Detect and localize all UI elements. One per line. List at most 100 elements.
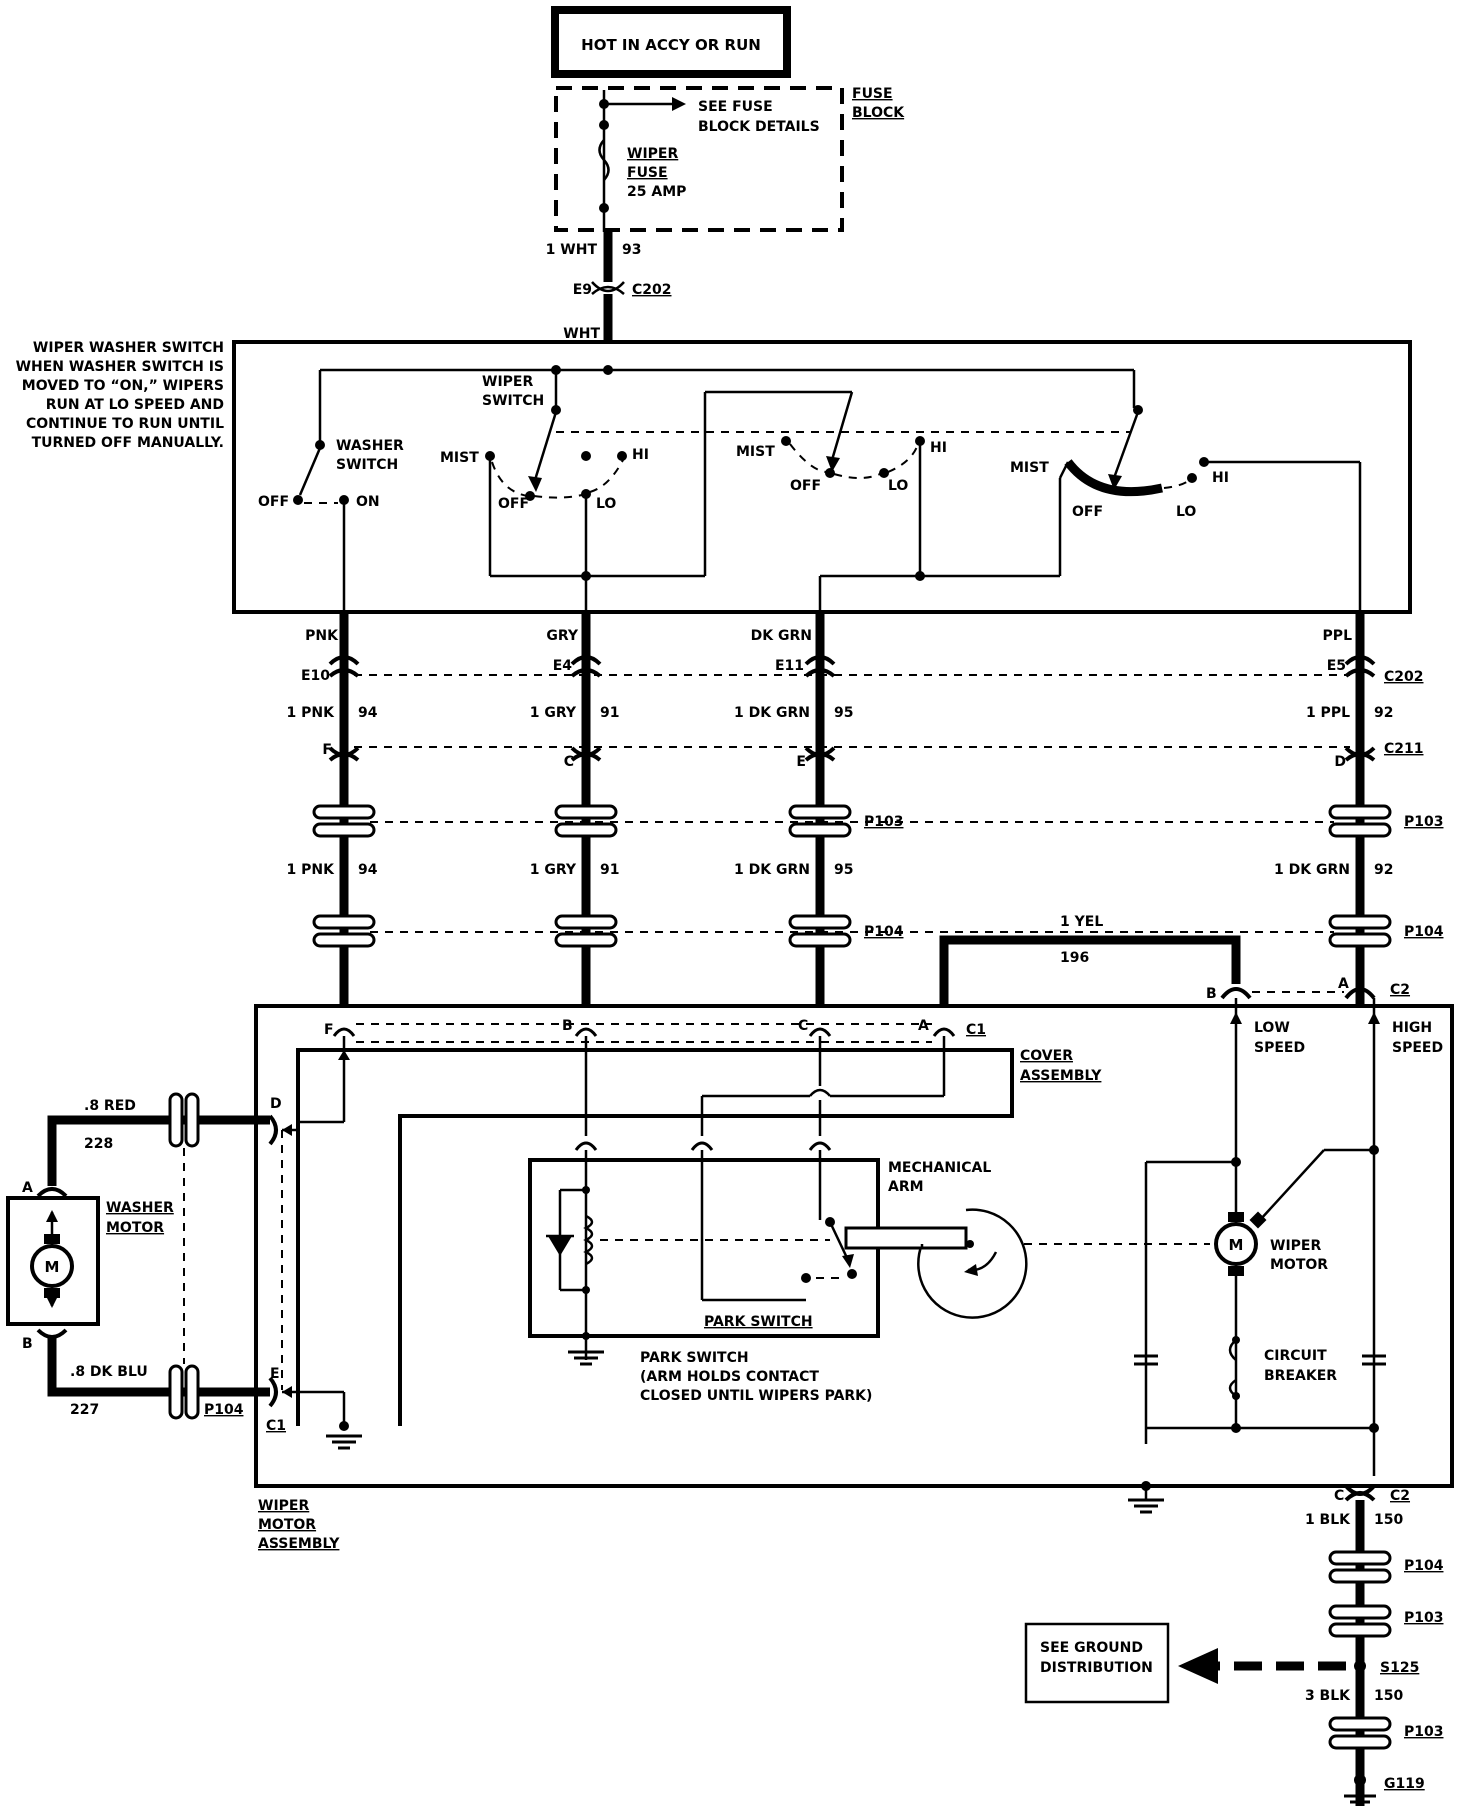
c1-pin-f: F	[324, 1022, 334, 1038]
fuse-label-3: 25 AMP	[627, 184, 686, 200]
ppl-lower-gauge: 1 DK GRN	[1274, 862, 1350, 878]
ground-ref-1: SEE GROUND	[1040, 1640, 1143, 1656]
note-line-3: MOVED TO “ON,” WIPERS	[22, 378, 224, 394]
dkgrn-lower-circuit: 95	[834, 862, 853, 878]
pnk-pin-c202: E10	[301, 668, 330, 684]
fuse-label-2: FUSE	[627, 165, 668, 181]
p104-label-2: P104	[1404, 924, 1444, 940]
fuse-block-title-2: BLOCK	[852, 105, 905, 121]
fuse-icon	[598, 139, 610, 181]
gry-gauge: 1 GRY	[530, 705, 577, 721]
sw3-off-label: OFF	[1072, 504, 1103, 520]
c1-pin-e: E	[270, 1366, 280, 1382]
sw1-off-label: OFF	[498, 496, 529, 512]
sw2-off-label: OFF	[790, 478, 821, 494]
washer-motor-symbol: M	[45, 1258, 60, 1276]
sw3-mist-label: MIST	[1010, 460, 1049, 476]
washer-switch-label-1: WASHER	[336, 438, 404, 454]
connector-c211: C211	[328, 741, 1424, 762]
pnk-gauge: 1 PNK	[287, 705, 336, 721]
c1-left-label: C1	[266, 1418, 286, 1434]
sw1-lo-label: LO	[596, 496, 616, 512]
gry-pin-c211: C	[564, 754, 574, 770]
low-speed-label-2: SPEED	[1254, 1040, 1305, 1056]
wiper-motor-label-2: MOTOR	[1270, 1257, 1328, 1273]
pnk-lower-circuit: 94	[358, 862, 378, 878]
note-line-6: TURNED OFF MANUALLY.	[32, 435, 224, 451]
park-note-1: PARK SWITCH	[640, 1350, 749, 1366]
c1-pin-a: A	[918, 1018, 929, 1034]
ppl-color: PPL	[1323, 628, 1353, 644]
ground-lower-gauge: 3 BLK	[1305, 1688, 1351, 1704]
high-speed-label-1: HIGH	[1392, 1020, 1432, 1036]
ground-p103-label-1: P103	[1404, 1610, 1443, 1626]
sw3-lo-label: LO	[1176, 504, 1196, 520]
sw3-hi-label: HI	[1212, 470, 1229, 486]
dkgrn-pin-c202: E11	[775, 658, 804, 674]
park-note-2: (ARM HOLDS CONTACT	[640, 1369, 819, 1385]
circuit-breaker-label-1: CIRCUIT	[1264, 1348, 1327, 1364]
p103-label-2: P103	[1404, 814, 1443, 830]
sw1-hi-label: HI	[632, 447, 649, 463]
wht-wire-pin: E9	[573, 282, 592, 298]
power-source-label: HOT IN ACCY OR RUN	[581, 36, 761, 54]
washer-off-label: OFF	[258, 494, 289, 510]
arrow-left-icon	[1178, 1648, 1218, 1684]
yel-circuit: 196	[1060, 950, 1089, 966]
cover-label-2: ASSEMBLY	[1020, 1068, 1102, 1084]
ppl-gauge: 1 PPL	[1306, 705, 1350, 721]
gry-lower-circuit: 91	[600, 862, 619, 878]
fuse-block-title-1: FUSE	[852, 86, 893, 102]
gry-circuit: 91	[600, 705, 619, 721]
ppl-circuit: 92	[1374, 705, 1393, 721]
wiper-motor-icon	[1214, 1222, 1258, 1266]
washer-switch-note: WIPER WASHER SWITCH WHEN WASHER SWITCH I…	[16, 340, 224, 451]
wire-yel: 1 YEL 196	[939, 914, 1241, 1006]
washer-pin-a: A	[22, 1180, 33, 1196]
connector-c2-top: B A C2	[1206, 976, 1410, 1002]
wht-wire-connector: C202	[632, 282, 672, 298]
ground-circuit: 150	[1374, 1512, 1403, 1528]
sw2-lo-label: LO	[888, 478, 908, 494]
cover-label-1: COVER	[1020, 1048, 1073, 1064]
note-line-5: CONTINUE TO RUN UNTIL	[26, 416, 224, 432]
c202-label: C202	[1384, 669, 1424, 685]
ppl-pin-c202: E5	[1327, 658, 1346, 674]
fuse-label-1: WIPER	[627, 146, 678, 162]
c1-pin-d: D	[270, 1096, 282, 1112]
dkgrn-gauge: 1 DK GRN	[734, 705, 810, 721]
diode-icon	[548, 1236, 572, 1256]
low-speed-label-1: LOW	[1254, 1020, 1290, 1036]
wht-wire: 1 WHT 93 E9 C202 WHT	[546, 232, 672, 342]
washer-on-label: ON	[356, 494, 380, 510]
ground-p103-label-2: P103	[1404, 1724, 1443, 1740]
washer-pin-b: B	[22, 1336, 33, 1352]
p103-label-1: P103	[864, 814, 903, 830]
wht-wire-gauge: 1 WHT	[546, 242, 598, 258]
washer-motor: .8 RED 228 A M WASHER MOTOR B .8 DK BLU …	[6, 1092, 270, 1420]
wiper-washer-switch-box: WASHER SWITCH OFF ON WIPER SWITCH MIST H…	[232, 340, 1412, 614]
grommet-p103: P103 P103	[312, 804, 1443, 838]
high-speed-label-2: SPEED	[1392, 1040, 1443, 1056]
c2-pin-c: C	[1334, 1488, 1344, 1504]
park-note-3: CLOSED UNTIL WIPERS PARK)	[640, 1388, 872, 1404]
washer-red-circuit: 228	[84, 1136, 113, 1152]
ground-lower-circuit: 150	[1374, 1688, 1403, 1704]
c2-bottom-label: C2	[1390, 1488, 1410, 1504]
sw1-mist-label: MIST	[440, 450, 479, 466]
wht-wire-circuit: 93	[622, 242, 641, 258]
mech-arm-label-1: MECHANICAL	[888, 1160, 991, 1176]
park-switch-label: PARK SWITCH	[704, 1314, 813, 1330]
washer-motor-label-1: WASHER	[106, 1200, 174, 1216]
washer-switch-label-2: SWITCH	[336, 457, 398, 473]
wiper-motor-assembly: WIPER MOTOR ASSEMBLY F B C A C1 COVER AS…	[254, 998, 1454, 1552]
wiper-switch-label-2: SWITCH	[482, 393, 544, 409]
fuse-details-1: SEE FUSE	[698, 99, 773, 115]
gry-color: GRY	[546, 628, 579, 644]
ground-p104-label: P104	[1404, 1558, 1444, 1574]
c2-pin-b: B	[1206, 986, 1217, 1002]
ground-path: C C2 1 BLK 150 P104 P103 S125 3 BLK 150 …	[1024, 1484, 1444, 1806]
note-line-2: WHEN WASHER SWITCH IS	[16, 359, 224, 375]
c211-label: C211	[1384, 741, 1424, 757]
